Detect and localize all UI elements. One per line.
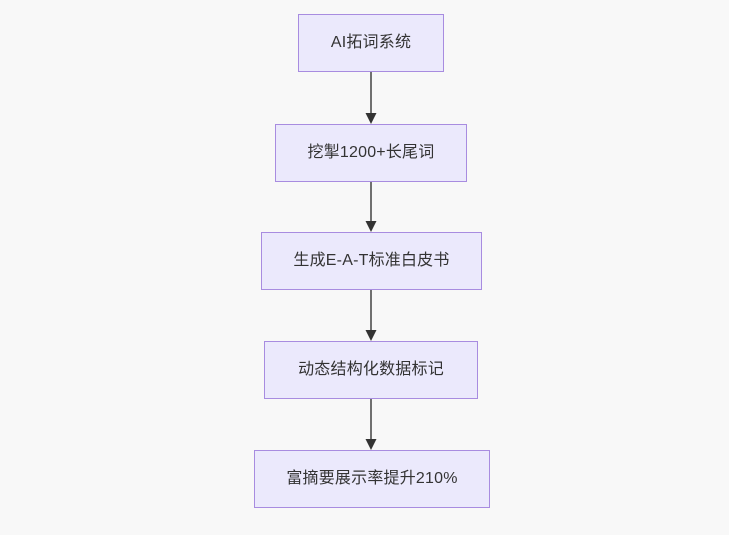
flow-node-generate-eat-whitepaper[interactable]: 生成E-A-T标准白皮书 xyxy=(261,232,482,290)
edge-n2-n3 xyxy=(365,182,377,232)
edge-n4-n5 xyxy=(365,399,377,450)
flow-node-dynamic-structured-data-markup[interactable]: 动态结构化数据标记 xyxy=(264,341,478,399)
flow-node-rich-snippet-impression-uplift[interactable]: 富摘要展示率提升210% xyxy=(254,450,490,508)
flow-node-ai-keyword-system[interactable]: AI拓词系统 xyxy=(298,14,444,72)
flow-node-mine-longtail-keywords[interactable]: 挖掣1200+长尾词 xyxy=(275,124,467,182)
edge-n3-n4 xyxy=(365,290,377,341)
edge-n1-n2 xyxy=(365,72,377,124)
